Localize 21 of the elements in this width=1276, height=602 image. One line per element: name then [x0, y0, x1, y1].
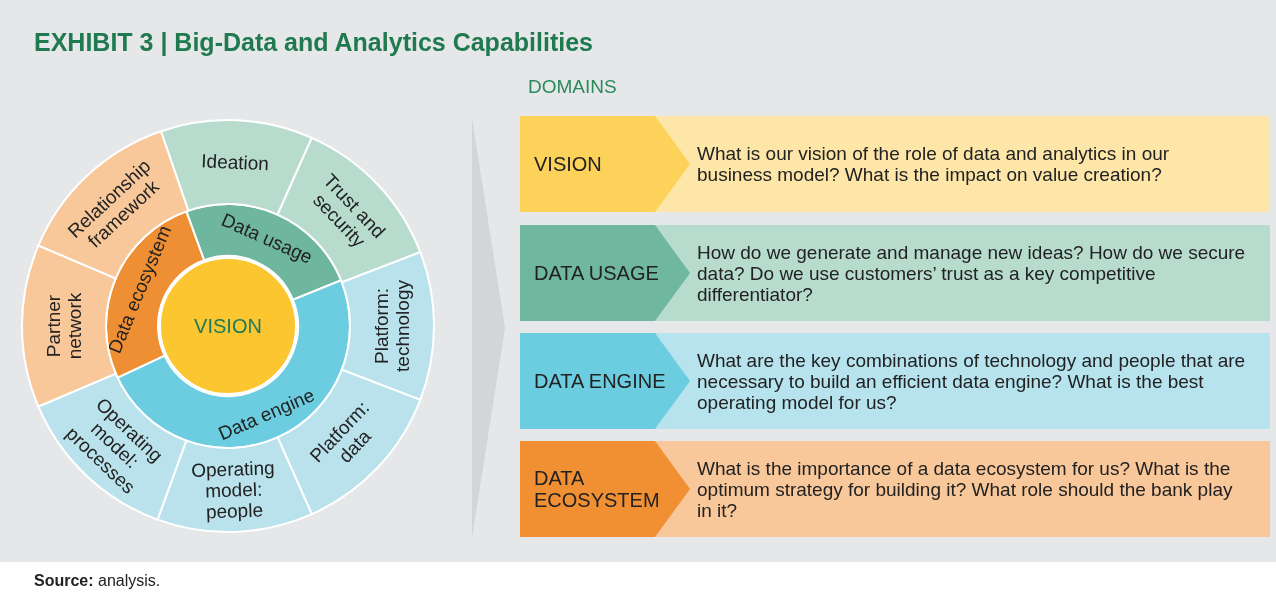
section-heading: DOMAINS — [528, 76, 617, 98]
segment-label: VISION — [194, 315, 262, 337]
domain-label: DATA ECOSYSTEM — [534, 467, 661, 511]
question-text: What are the key combinations of technology and people that are necessary to build an efficient data engine? What is the best operating model for us? — [697, 349, 1247, 413]
domain-band — [520, 225, 1270, 321]
domain-band — [520, 441, 1270, 537]
domain-label: VISION — [534, 153, 602, 175]
question-text: What is our vision of the role of data and analytics in our business model? What is the impact on value creation? — [697, 143, 1171, 185]
segment-label: Platform: technology — [371, 280, 414, 372]
segment-label: Operating model: people — [190, 457, 276, 523]
domain-label: DATA ENGINE — [534, 370, 666, 392]
domain-band — [520, 333, 1270, 429]
question-text: How do we generate and manage new ideas? How do we secure data? Do we use customers’ trust as a key competitive differentiator? — [697, 241, 1247, 305]
domain-label: DATA USAGE — [534, 262, 659, 284]
source-note: Source: analysis. — [34, 572, 161, 590]
segment-label: Data usage — [218, 209, 316, 268]
segment-label: Ideation — [200, 150, 270, 175]
question-text: What is the importance of a data ecosystem for us? What is the optimum strategy for building it? What role should the bank play in it? — [697, 457, 1234, 521]
domain-band — [520, 116, 1270, 212]
exhibit-title: EXHIBIT 3 | Big-Data and Analytics Capabilities — [34, 28, 593, 57]
segment-label: Partner network — [43, 292, 86, 360]
